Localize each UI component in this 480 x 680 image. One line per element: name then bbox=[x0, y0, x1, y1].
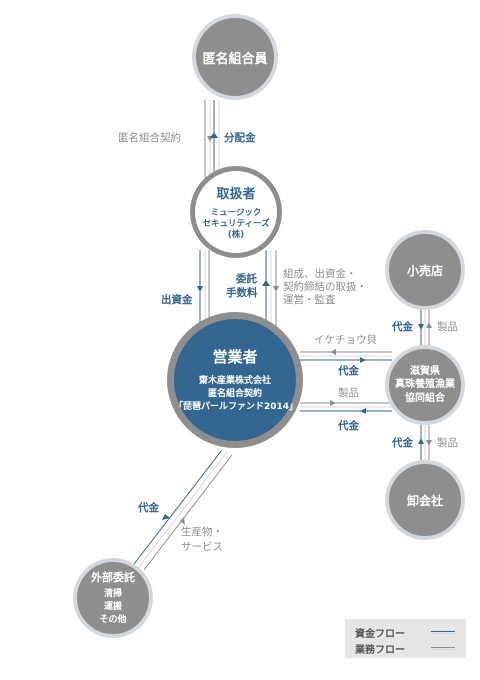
investors-title: 匿名組合員 bbox=[202, 51, 268, 67]
cooperative-title1: 滋賀県 bbox=[410, 365, 440, 377]
outsource-item-transport: 運搬 bbox=[103, 601, 122, 612]
wholesaler-node: 卸会社 bbox=[385, 460, 465, 540]
flow-operator-outsource bbox=[133, 449, 233, 571]
operator-node: 営業者 齋木産業株式会社 匿名組合契約 「琵琶パールファンド2014」 bbox=[167, 312, 303, 448]
operator-title: 営業者 bbox=[212, 347, 258, 366]
handler-title: 取扱者 bbox=[216, 186, 256, 202]
retailer-node: 小売店 bbox=[385, 230, 465, 310]
label-product-mid: 製品 bbox=[338, 387, 359, 399]
label-payment-top: 代金 bbox=[338, 365, 359, 377]
label-outsource-payment: 代金 bbox=[138, 502, 159, 514]
label-retail-product: 製品 bbox=[437, 321, 458, 333]
outsource-item-other: その他 bbox=[99, 615, 127, 626]
investors-node: 匿名組合員 bbox=[192, 14, 278, 100]
label-payment-mid: 代金 bbox=[338, 420, 359, 432]
label-handling-2: 契約締結の取扱・ bbox=[283, 281, 367, 293]
label-retail-payment: 代金 bbox=[392, 321, 413, 333]
legend-business-line bbox=[431, 647, 455, 648]
retailer-title: 小売店 bbox=[406, 263, 443, 278]
label-contract: 匿名組合契約 bbox=[118, 132, 181, 144]
label-distribution: 分配金 bbox=[224, 132, 256, 144]
legend: 資金フロー 業務フロー bbox=[345, 619, 466, 658]
operator-sub3: 「琵琶パールファンド2014」 bbox=[174, 402, 299, 413]
flow-operator-cooperative bbox=[300, 349, 392, 414]
outsource-item-cleaning: 清掃 bbox=[103, 588, 122, 599]
handler-node: 取扱者 ミュージック セキュリティーズ(株) bbox=[190, 166, 282, 258]
legend-money-label: 資金フロー bbox=[355, 629, 405, 640]
operator-sub2: 匿名組合契約 bbox=[207, 388, 262, 399]
legend-business-line-2 bbox=[431, 649, 455, 650]
flow-handler-operator bbox=[197, 250, 279, 326]
label-wholesale-payment: 代金 bbox=[392, 437, 413, 449]
handler-sub1: ミュージック bbox=[210, 207, 262, 218]
outsource-title: 外部委託 bbox=[91, 570, 135, 584]
label-outsource-goods-2: サービス bbox=[181, 541, 223, 553]
legend-money-line bbox=[431, 631, 455, 632]
legend-money-line-2 bbox=[431, 633, 455, 634]
label-wholesale-product: 製品 bbox=[437, 437, 458, 449]
cooperative-title3: 協同組合 bbox=[405, 392, 445, 404]
cooperative-node: 滋賀県 真珠養殖漁業 協同組合 bbox=[385, 345, 465, 425]
legend-business-label: 業務フロー bbox=[355, 645, 405, 656]
wholesaler-title: 卸会社 bbox=[406, 493, 443, 508]
handler-sub2: セキュリティーズ(株) bbox=[202, 218, 270, 241]
flow-cooperative-wholesaler bbox=[418, 424, 432, 460]
label-handling-3: 運営・監査 bbox=[283, 294, 336, 306]
outsource-node: 外部委託 清掃 運搬 その他 bbox=[73, 558, 153, 638]
label-ikecho: イケチョウ貝 bbox=[314, 334, 377, 346]
operator-sub1: 齋木産業株式会社 bbox=[198, 375, 271, 386]
label-investment: 出資金 bbox=[161, 294, 193, 306]
cooperative-title2: 真珠養殖漁業 bbox=[395, 379, 455, 391]
flow-investors-handler bbox=[204, 100, 220, 178]
flow-retailer-cooperative bbox=[418, 303, 432, 347]
label-handling-1: 組成、出資金・ bbox=[283, 268, 357, 280]
label-outsource-goods-1: 生産物・ bbox=[181, 526, 223, 538]
label-fee-line1: 委託 bbox=[236, 273, 257, 285]
label-fee-line2: 手数料 bbox=[226, 287, 258, 299]
